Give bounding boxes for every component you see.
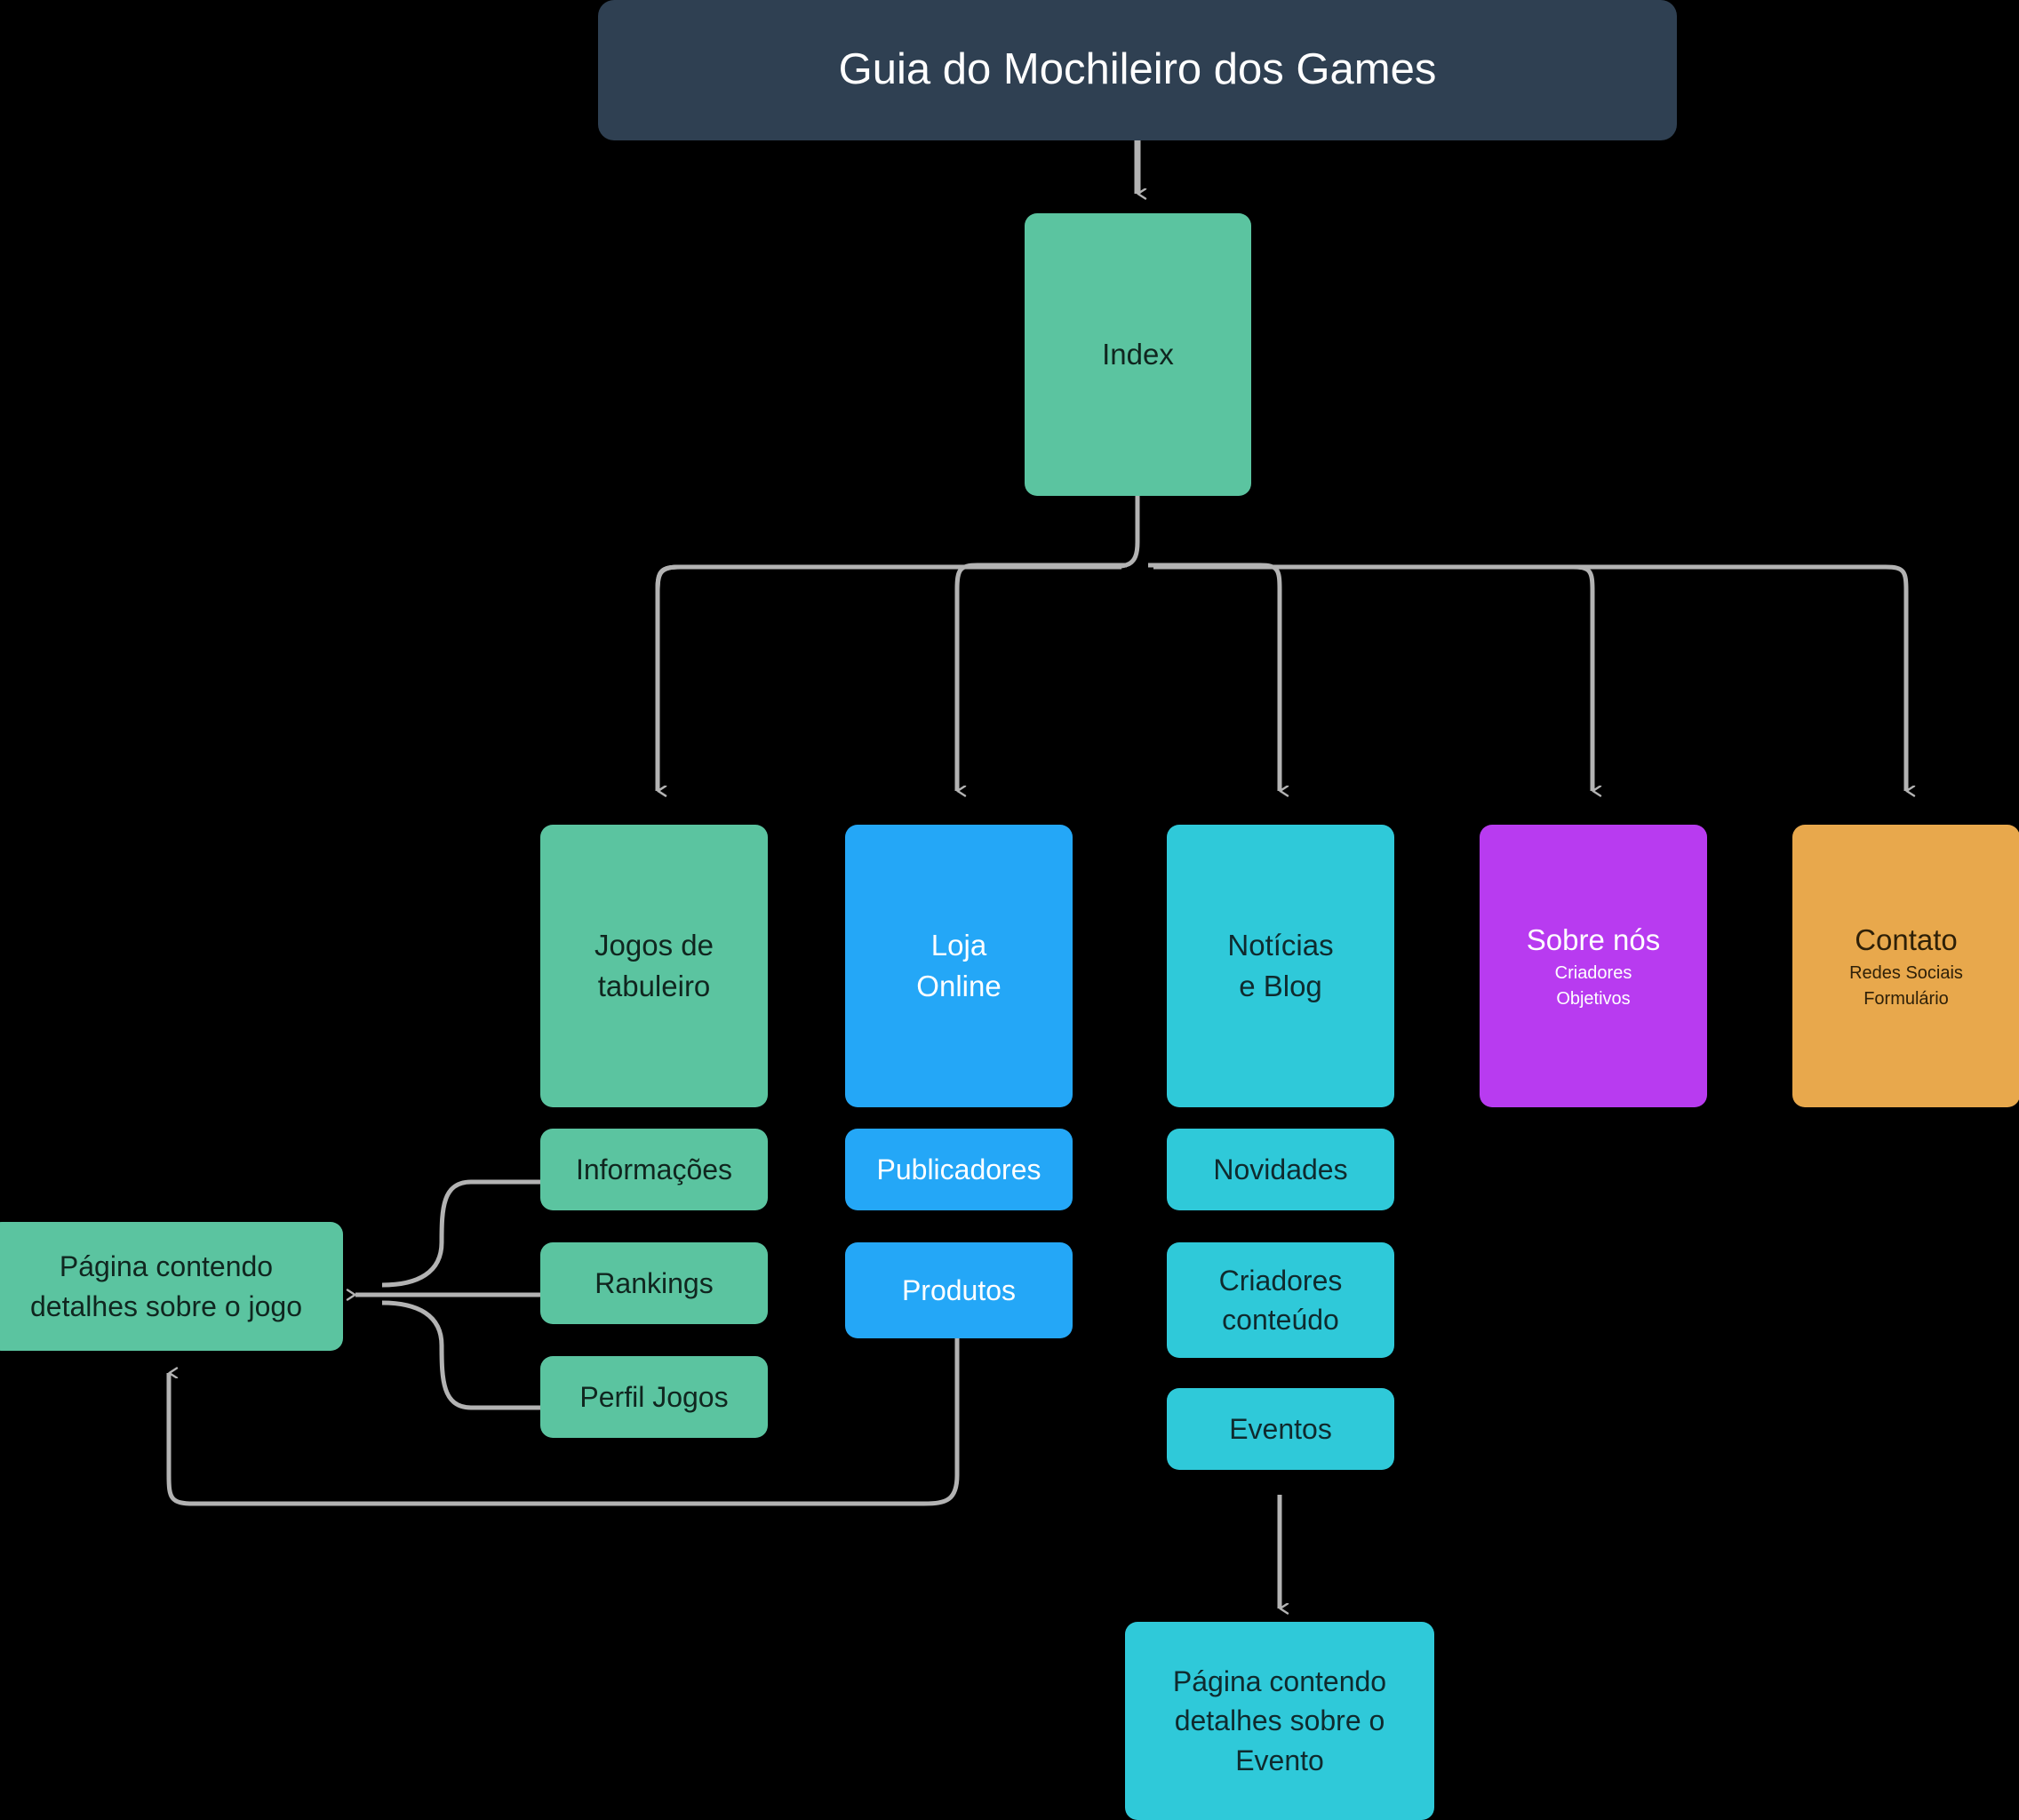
node-eventos[interactable]: Eventos [1167, 1388, 1394, 1470]
node-pagina-detalhes-jogo[interactable]: Página contendo detalhes sobre o jogo [0, 1222, 343, 1351]
node-novidades[interactable]: Novidades [1167, 1129, 1394, 1210]
edge-produtos-to-detalhe [166, 1337, 960, 1506]
node-rankings-label: Rankings [595, 1266, 714, 1299]
node-contato[interactable]: Contato Redes Sociais Formulário [1792, 825, 2019, 1107]
node-loja-label-line1: Loja [930, 929, 987, 962]
node-perfil-jogos[interactable]: Perfil Jogos [540, 1356, 768, 1438]
node-sobre-nos[interactable]: Sobre nós Criadores Objetivos [1480, 825, 1707, 1107]
node-contato-sub-redes-sociais: Redes Sociais [1849, 962, 1963, 983]
edge-bus-left-end [655, 564, 1102, 791]
edge-bus [655, 541, 1140, 791]
diagram-title-box: Guia do Mochileiro dos Games [598, 0, 1677, 140]
node-noticias-label-line2: e Blog [1239, 970, 1322, 1002]
edge-informacoes-to-detalhe [381, 1179, 540, 1288]
node-detalhe-evento-line1: Página contendo [1172, 1665, 1387, 1698]
node-sobre-sub-objetivos: Objetivos [1556, 988, 1631, 1009]
node-index[interactable]: Index [1025, 213, 1251, 496]
node-contato-label: Contato [1855, 923, 1958, 957]
node-loja-label-line2: Online [916, 970, 1002, 1002]
node-criadores-conteudo[interactable]: Criadores conteúdo [1167, 1242, 1394, 1358]
node-novidades-label: Novidades [1213, 1153, 1348, 1185]
node-pagina-detalhes-evento[interactable]: Página contendo detalhes sobre o Evento [1125, 1622, 1434, 1820]
node-detalhe-evento-line2: detalhes sobre o [1174, 1704, 1385, 1737]
node-detalhe-jogo-line2: detalhes sobre o jogo [30, 1289, 302, 1322]
node-jogos-label-line2: tabuleiro [597, 970, 711, 1002]
edge-perfil-to-detalhe [381, 1300, 540, 1410]
node-informacoes[interactable]: Informações [540, 1129, 768, 1210]
node-detalhe-jogo-line1: Página contendo [59, 1250, 274, 1283]
node-perfil-jogos-label: Perfil Jogos [579, 1380, 729, 1413]
node-contato-sub-formulario: Formulário [1863, 988, 1949, 1009]
node-loja-online[interactable]: Loja Online [845, 825, 1073, 1107]
node-detalhe-evento-line3: Evento [1235, 1744, 1324, 1776]
node-noticias-e-blog[interactable]: Notícias e Blog [1167, 825, 1394, 1107]
node-sobre-sub-criadores: Criadores [1554, 962, 1632, 983]
node-produtos[interactable]: Produtos [845, 1242, 1073, 1338]
node-publicadores[interactable]: Publicadores [845, 1129, 1073, 1210]
diagram-title-text: Guia do Mochileiro dos Games [838, 45, 1437, 94]
edge-index-to-jogos [655, 564, 1121, 791]
edge-index-to-noticias [1148, 563, 1280, 791]
node-publicadores-label: Publicadores [876, 1153, 1041, 1185]
node-sobre-label: Sobre nós [1526, 923, 1661, 957]
edge-index-to-contato [1153, 564, 1906, 791]
node-informacoes-label: Informações [575, 1153, 733, 1185]
node-eventos-label: Eventos [1229, 1412, 1332, 1445]
edge-index-to-loja [954, 563, 1127, 791]
node-noticias-label-line1: Notícias [1227, 929, 1334, 962]
node-jogos-label-line1: Jogos de [595, 929, 714, 962]
node-jogos-de-tabuleiro[interactable]: Jogos de tabuleiro [540, 825, 768, 1107]
node-criadores-conteudo-line2: conteúdo [1222, 1304, 1339, 1336]
node-rankings[interactable]: Rankings [540, 1242, 768, 1324]
node-criadores-conteudo-line1: Criadores [1218, 1264, 1343, 1297]
node-produtos-label: Produtos [901, 1273, 1017, 1306]
edge-index-to-sobre [1153, 564, 1592, 791]
node-index-label: Index [1102, 338, 1174, 371]
